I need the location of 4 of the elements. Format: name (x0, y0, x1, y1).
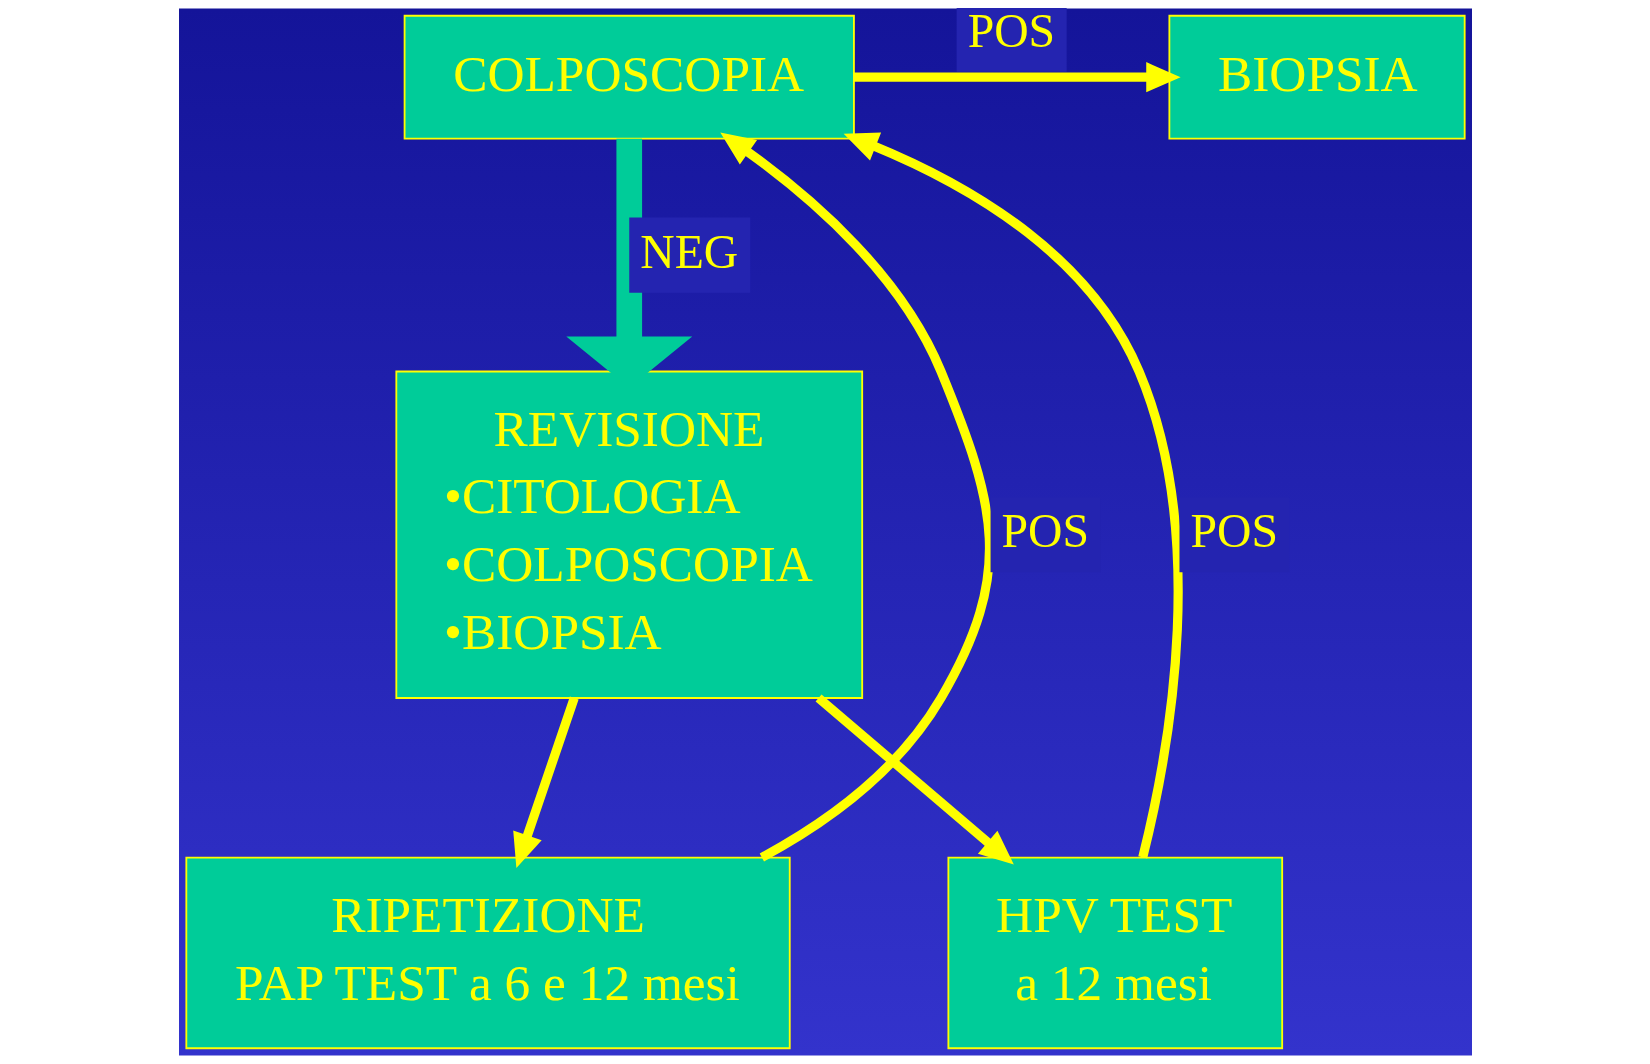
edge-label: NEG (639, 225, 738, 278)
edge-label: POS (1001, 505, 1089, 558)
edge-label: POS (967, 4, 1055, 57)
edge-label: POS (1189, 505, 1278, 558)
